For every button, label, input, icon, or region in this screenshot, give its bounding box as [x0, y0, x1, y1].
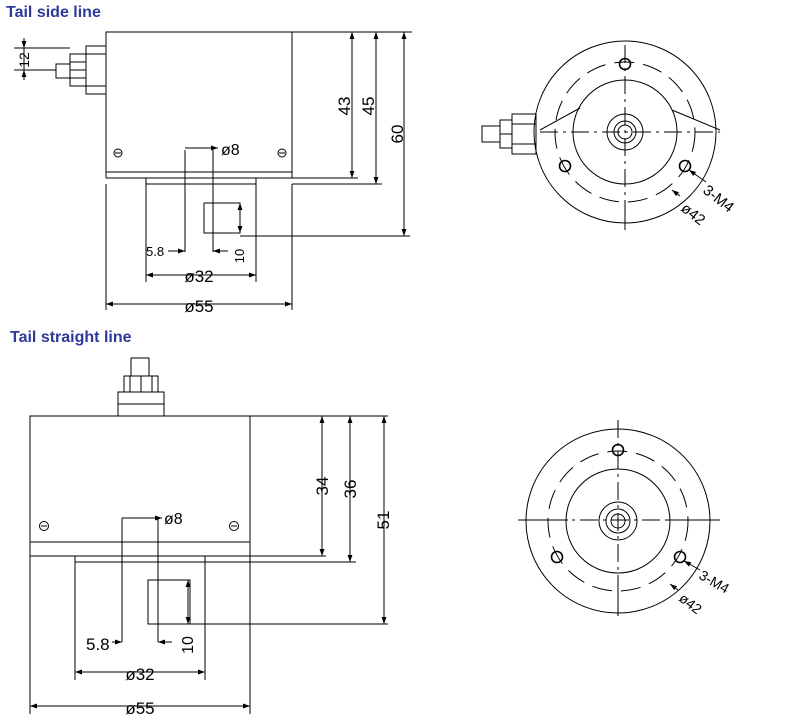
straight-top-hole-1 [611, 443, 625, 457]
straight-top-view [518, 420, 720, 616]
side-bore [203, 202, 241, 234]
callout-3-m4-straight: 3-M4 [697, 567, 733, 597]
straight-cable-gland [117, 357, 165, 417]
dim-label-34: 34 [313, 477, 332, 496]
side-top-hole-1 [618, 57, 632, 71]
side-top-hole-3 [678, 159, 692, 173]
dim-label-12: 12 [16, 52, 32, 68]
straight-top-callouts: 3-M4 ø42 [676, 567, 732, 618]
side-dimension-labels: 12 43 45 60 ø8 5.8 10 ø32 ø55 [16, 52, 407, 316]
dim-label-d32: ø32 [184, 267, 213, 286]
dim-label-d32-straight: ø32 [125, 665, 154, 684]
callout-3-m4-side: 3-M4 [700, 182, 737, 216]
dim-label-10: 10 [232, 249, 247, 263]
side-screw-right [277, 148, 287, 158]
callout-d42-straight: ø42 [676, 590, 705, 618]
side-cable-gland [55, 45, 107, 95]
dim-label-d8: ø8 [221, 142, 240, 159]
side-front-view [14, 31, 412, 310]
straight-screw-left [39, 521, 49, 531]
dim-label-5-8: 5.8 [146, 244, 164, 259]
side-top-callouts: 3-M4 ø42 [678, 182, 737, 229]
heading-tail-straight-line: Tail straight line [10, 329, 132, 346]
dim-label-d55-straight: ø55 [125, 699, 154, 718]
straight-screw-right [229, 521, 239, 531]
side-top-view [481, 40, 721, 230]
straight-boss-outline [74, 555, 206, 563]
side-top-hole-2 [558, 159, 572, 173]
straight-top-hole-3 [673, 550, 687, 564]
dim-label-60: 60 [388, 125, 407, 144]
straight-body-outline [29, 415, 251, 543]
straight-front-view [29, 357, 388, 714]
dim-label-36: 36 [341, 480, 360, 499]
heading-tail-side-line: Tail side line [6, 4, 101, 21]
side-top-cable-gland [481, 113, 537, 155]
dim-label-5-8-straight: 5.8 [86, 635, 110, 654]
straight-top-hole-2 [550, 550, 564, 564]
straight-dimension-labels: 34 36 51 ø8 5.8 10 ø32 ø55 [86, 477, 393, 718]
side-body-outline [105, 31, 293, 173]
side-screw-left [113, 148, 123, 158]
dim-label-43: 43 [335, 97, 354, 116]
straight-bore [147, 579, 191, 625]
dim-label-45: 45 [359, 97, 378, 116]
dim-label-d8-straight: ø8 [164, 511, 183, 528]
side-boss-outline [145, 177, 257, 185]
dim-label-10-straight: 10 [180, 636, 197, 654]
dim-label-d55: ø55 [184, 297, 213, 316]
callout-d42-side: ø42 [678, 200, 709, 229]
dim-label-51: 51 [374, 511, 393, 530]
